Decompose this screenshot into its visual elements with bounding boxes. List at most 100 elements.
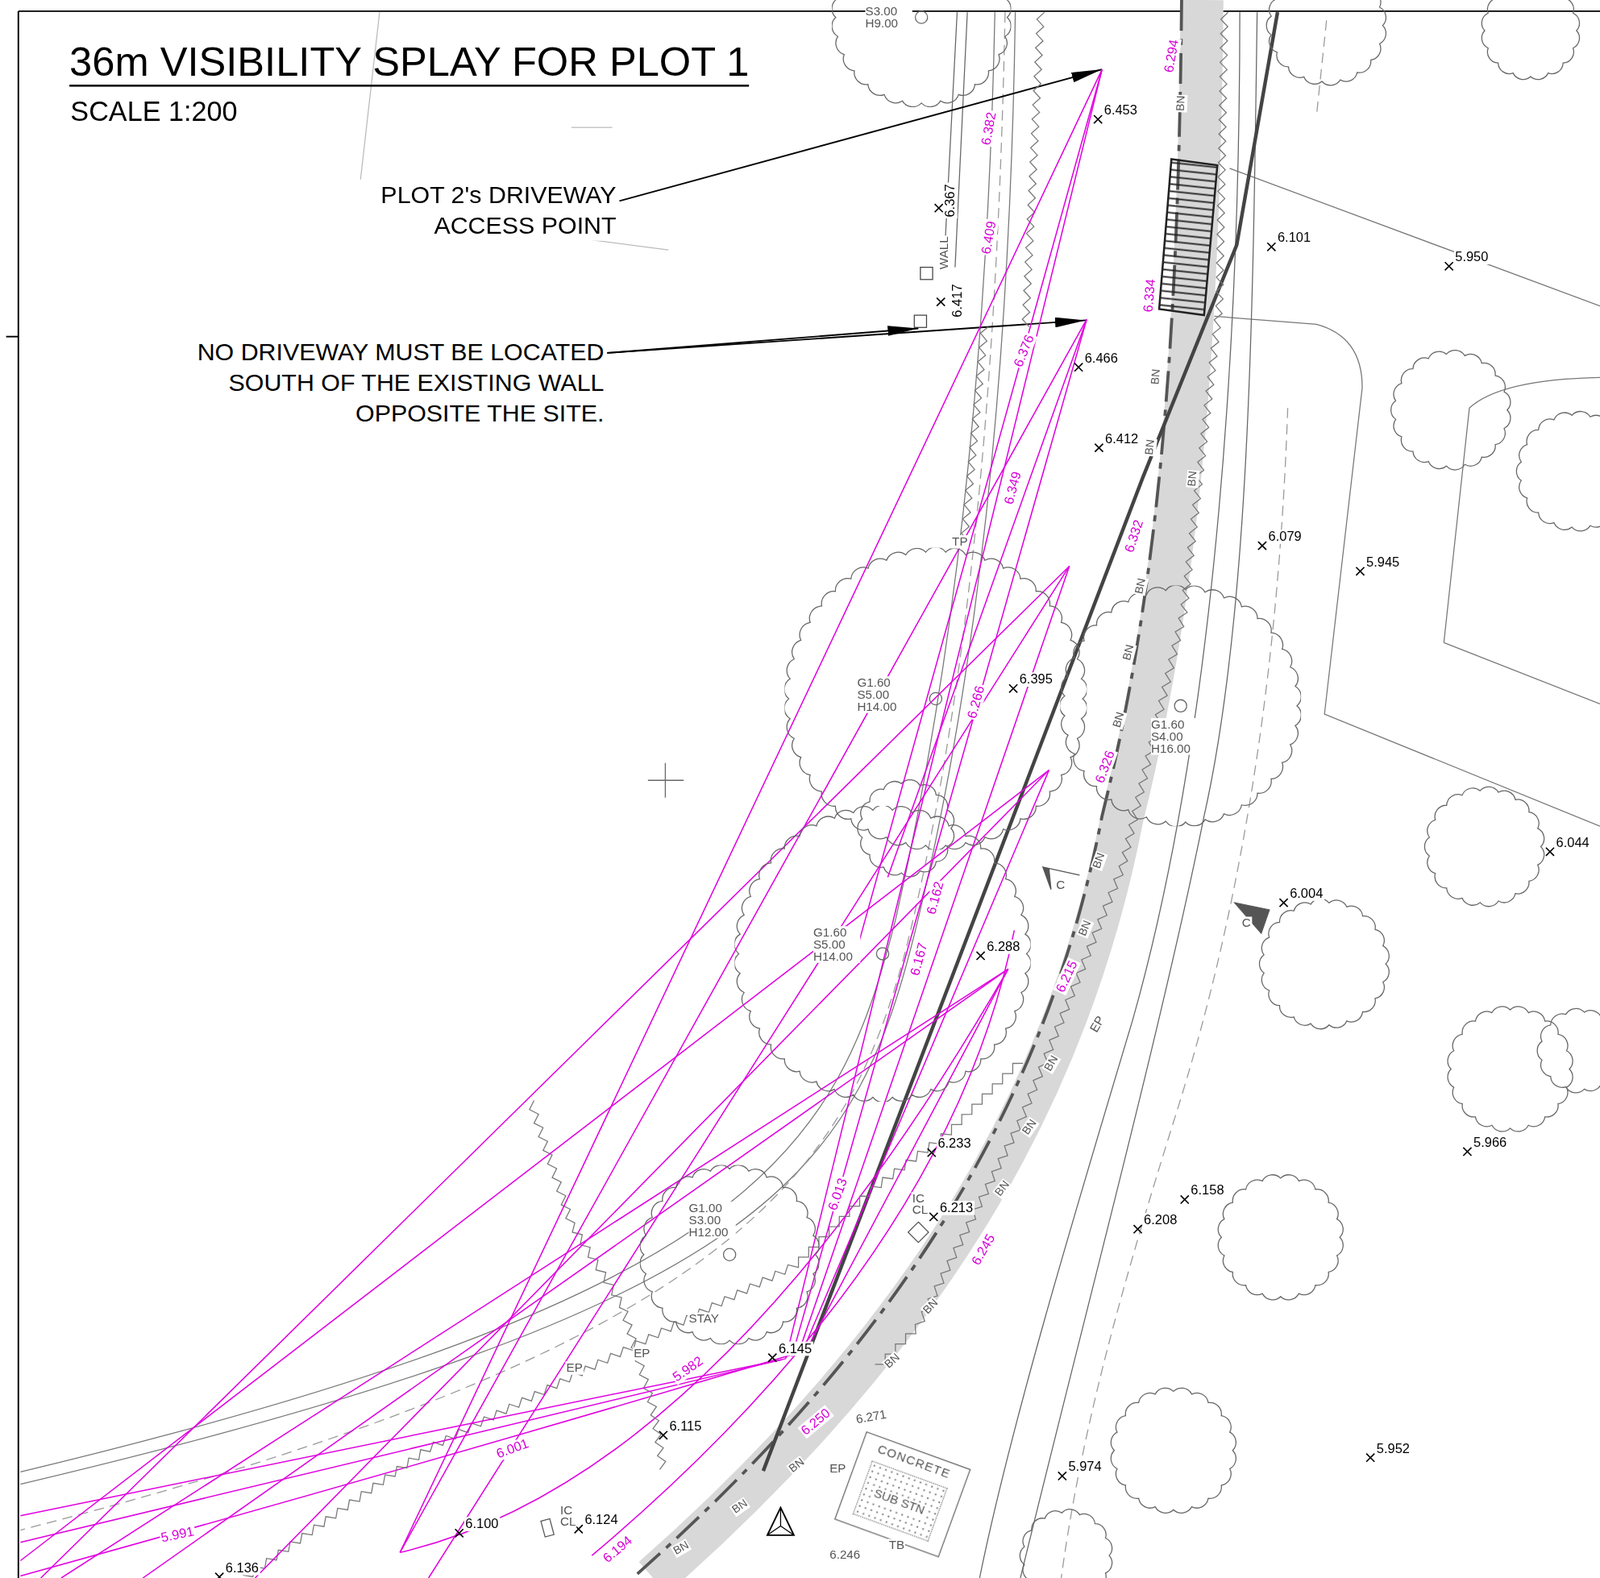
- splay-line: [802, 770, 1049, 1354]
- design-level: 6.194: [599, 1533, 636, 1567]
- spot-height: 6.208: [1142, 1213, 1179, 1227]
- frame-line: [18, 10, 1600, 13]
- spot-height: 6.412: [1104, 432, 1140, 446]
- survey-code: CL: [559, 1515, 578, 1529]
- tree-note: G1.60 S5.00 H14.00: [813, 926, 861, 964]
- tree-note: S3.00 H9.00: [865, 4, 913, 30]
- leader-line: [619, 69, 1102, 201]
- tree-outline: [1447, 1006, 1573, 1132]
- driveway-hatch: [1159, 158, 1218, 316]
- drawing-title: 36m VISIBILITY SPLAY FOR PLOT 1: [69, 41, 749, 88]
- tree-outline: [1110, 1388, 1236, 1513]
- canopy-outline: [831, 0, 1012, 108]
- survey-code: BN: [1174, 94, 1187, 113]
- tree-canopy: G1.00 S3.00 H12.00: [640, 1164, 820, 1345]
- callout-note: NO DRIVEWAY MUST BE LOCATED SOUTH OF THE…: [143, 336, 605, 429]
- survey-code: 6.246: [828, 1548, 862, 1562]
- road-edge-line: [632, 0, 1182, 1578]
- level-cross: [1093, 115, 1102, 124]
- splay-line: [20, 770, 1049, 1562]
- survey-code: C: [1240, 916, 1252, 930]
- hedge-line: [1022, 12, 1044, 327]
- footway-edge: [20, 12, 995, 1472]
- inspection-chamber: [540, 1519, 554, 1538]
- survey-code: BN: [1149, 367, 1163, 387]
- level-cross: [927, 1148, 936, 1157]
- spot-height: 6.004: [1288, 886, 1325, 901]
- spot-height: 6.079: [1267, 529, 1303, 544]
- survey-code: TP: [951, 535, 969, 549]
- survey-code: EP: [632, 1347, 652, 1361]
- tree-outline: [1481, 0, 1580, 80]
- level-cross: [1355, 567, 1364, 576]
- visibility-line: [763, 12, 1278, 1472]
- survey-code: EP: [828, 1462, 848, 1476]
- canopy-outline: [785, 548, 1088, 851]
- spot-height: 6.213: [939, 1201, 975, 1215]
- spot-height: 6.136: [224, 1561, 261, 1576]
- tree-canopy: S3.00 H9.00: [831, 0, 1012, 108]
- splay-line: [428, 565, 1070, 1578]
- splay-line: [61, 968, 1009, 1578]
- design-level: 5.982: [669, 1353, 707, 1385]
- splay-line: [20, 1358, 786, 1543]
- section-marker: [1234, 902, 1270, 934]
- trunk-mark: [915, 11, 928, 24]
- tree-canopy: G1.60 S5.00 H14.00: [734, 806, 1031, 1102]
- tree-note: G1.60 S4.00 H16.00: [1151, 718, 1198, 756]
- spot-height: 6.367: [943, 182, 957, 219]
- spot-height: 6.453: [1102, 103, 1139, 117]
- canopy-outline: [640, 1164, 820, 1345]
- splay-line: [806, 968, 1009, 1351]
- design-level: 5.991: [158, 1524, 196, 1546]
- design-level: 6.349: [1001, 469, 1024, 508]
- splay-line: [797, 565, 1070, 1355]
- trunk-mark: [1174, 699, 1187, 712]
- canopy-outline: [831, 0, 1011, 108]
- trunk-mark: [929, 692, 942, 705]
- scale-note: SCALE 1:200: [69, 97, 239, 127]
- trunk-mark: [876, 947, 889, 960]
- canopy-outline: [1059, 585, 1301, 828]
- level-cross: [1545, 847, 1555, 857]
- splay-line: [887, 319, 1087, 877]
- level-cross: [1180, 1195, 1189, 1204]
- survey-code: CL: [910, 1203, 929, 1217]
- tree-note: G1.60 S5.00 H14.00: [856, 676, 904, 714]
- property-boundary: [1213, 168, 1600, 827]
- level-cross: [659, 1431, 668, 1440]
- survey-code: WALL: [937, 235, 951, 271]
- spot-height: 6.124: [583, 1512, 620, 1527]
- level-cross: [215, 1573, 224, 1578]
- hedge-line: [242, 1063, 1023, 1577]
- tree-canopy: G1.60 S5.00 H14.00: [785, 548, 1088, 851]
- tree-outline: [1537, 1008, 1600, 1093]
- level-cross: [976, 951, 985, 960]
- level-cross: [1445, 261, 1454, 271]
- spot-height: 6.417: [950, 282, 965, 319]
- level-cross: [1133, 1225, 1142, 1234]
- tree-note: G1.00 S3.00 H12.00: [689, 1201, 736, 1239]
- splay-line: [142, 968, 1009, 1578]
- level-cross: [1279, 898, 1288, 907]
- design-level: 6.334: [1141, 277, 1159, 314]
- tree-outline: [1424, 786, 1544, 906]
- level-cross: [1074, 363, 1083, 372]
- tree-outline: [1516, 411, 1600, 532]
- spot-height: 6.233: [936, 1136, 973, 1151]
- level-cross: [1009, 684, 1018, 693]
- splay-curve: [399, 968, 1009, 1553]
- tree-outline: [1391, 350, 1511, 470]
- tree-outline: [1266, 0, 1386, 86]
- wall-pier: [914, 315, 927, 328]
- survey-code: STAY: [687, 1313, 720, 1326]
- spot-height: 5.974: [1067, 1459, 1103, 1474]
- canopy-outline: [1059, 585, 1301, 828]
- splay-line: [791, 319, 1087, 1357]
- frame-line: [17, 11, 20, 1578]
- spot-height: 6.145: [777, 1342, 814, 1356]
- trunk-mark: [723, 1248, 736, 1261]
- tree-canopy: G1.60 S4.00 H16.00: [1059, 585, 1301, 828]
- spot-height: 5.966: [1472, 1135, 1509, 1150]
